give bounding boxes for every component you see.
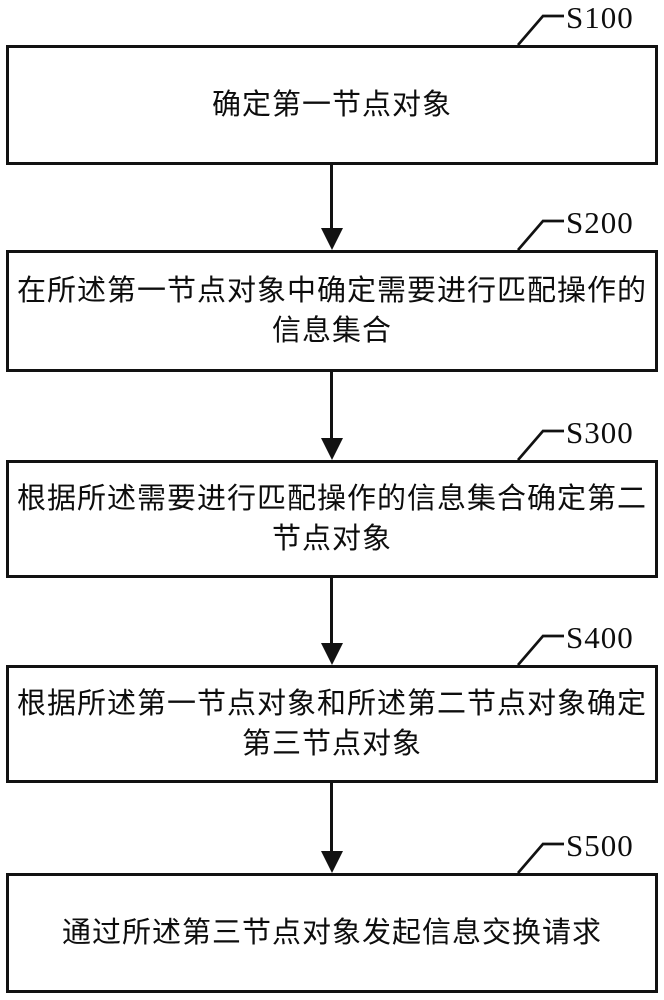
flow-arrow-1-line <box>330 163 333 228</box>
step-box-s100: 确定第一节点对象 <box>6 45 658 165</box>
step-box-s500: 通过所述第三节点对象发起信息交换请求 <box>6 873 658 993</box>
leader-line-s300 <box>516 429 564 461</box>
leader-line-s200 <box>516 219 564 251</box>
flow-arrow-4-line <box>330 781 333 851</box>
step-box-s300: 根据所述需要进行匹配操作的信息集合确定第二 节点对象 <box>6 460 658 578</box>
step-text-line: 在所述第一节点对象中确定需要进行匹配操作的 <box>16 275 647 307</box>
step-text-line: 第三节点对象 <box>241 728 422 760</box>
step-label-s400: S400 <box>566 620 634 655</box>
step-text-line: 通过所述第三节点对象发起信息交换请求 <box>61 917 602 949</box>
flow-arrow-1-head <box>321 228 343 250</box>
step-text-line: 节点对象 <box>271 523 392 555</box>
step-label-s300: S300 <box>566 415 634 450</box>
flow-arrow-3-line <box>330 576 333 643</box>
step-label-s100: S100 <box>566 0 634 35</box>
step-box-s400: 根据所述第一节点对象和所述第二节点对象确定 第三节点对象 <box>6 665 658 783</box>
step-text-line: 根据所述第一节点对象和所述第二节点对象确定 <box>16 688 647 720</box>
flow-arrow-3-head <box>321 643 343 665</box>
leader-line-s100 <box>516 14 564 46</box>
leader-line-s500 <box>516 842 564 874</box>
step-text-line: 根据所述需要进行匹配操作的信息集合确定第二 <box>16 483 647 515</box>
step-label-s200: S200 <box>566 205 634 240</box>
step-text-line: 信息集合 <box>271 315 392 347</box>
step-label-s500: S500 <box>566 828 634 863</box>
flow-arrow-2-head <box>321 438 343 460</box>
step-text-line: 确定第一节点对象 <box>211 89 452 121</box>
step-box-s200: 在所述第一节点对象中确定需要进行匹配操作的 信息集合 <box>6 250 658 372</box>
flow-arrow-2-line <box>330 370 333 438</box>
leader-line-s400 <box>516 634 564 666</box>
flow-arrow-4-head <box>321 851 343 873</box>
